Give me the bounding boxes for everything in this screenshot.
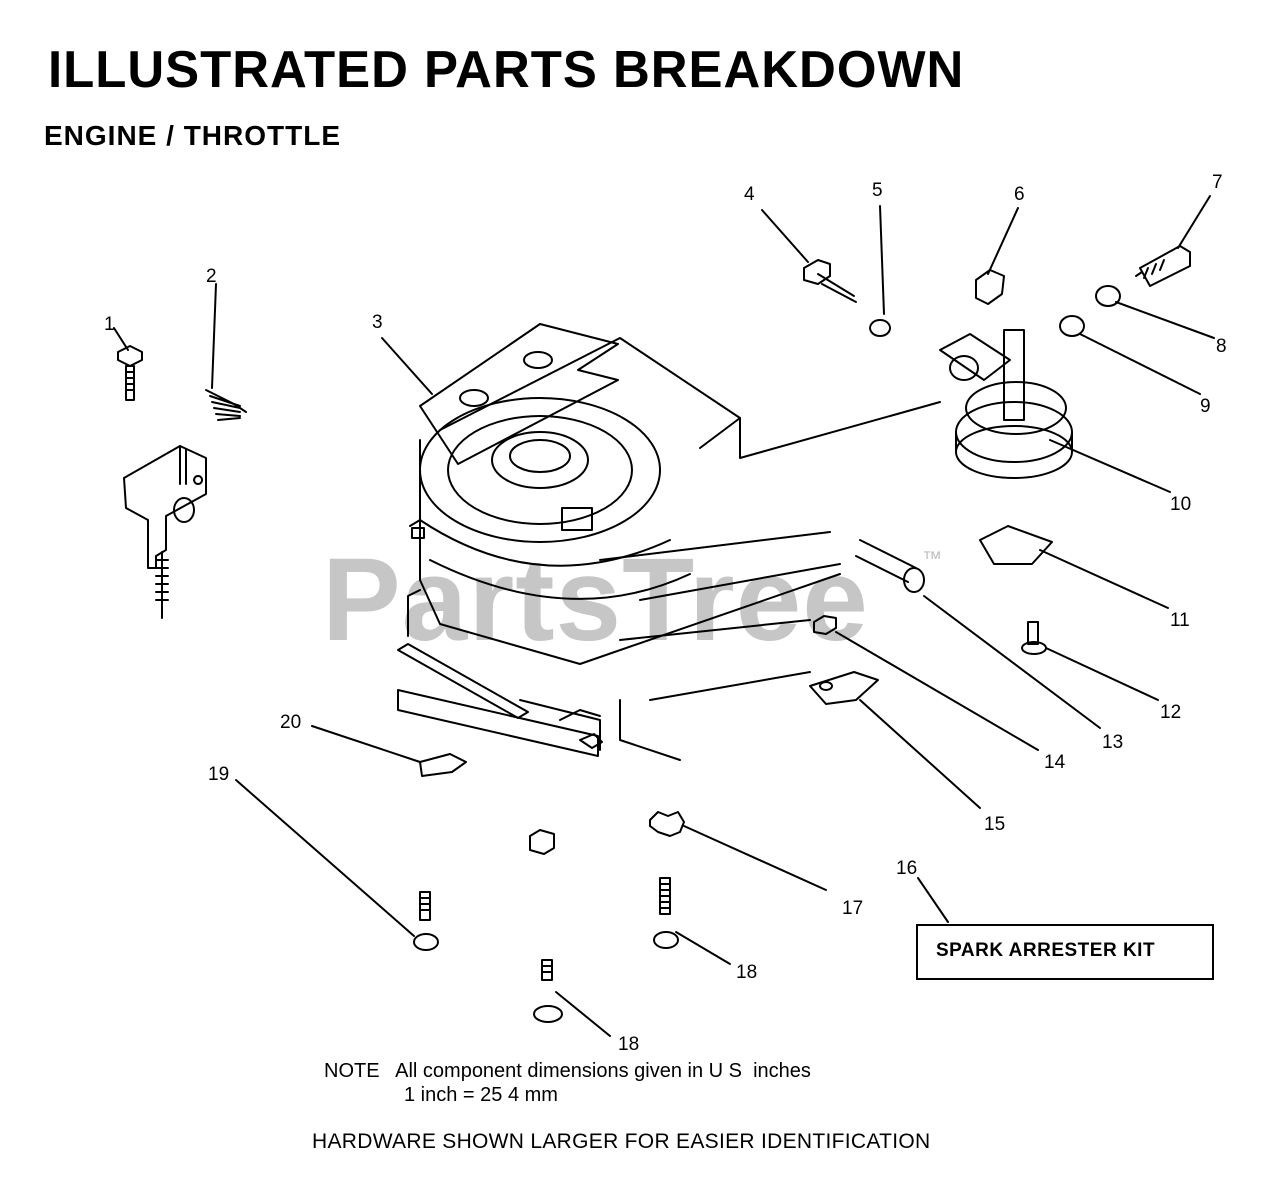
- leader-3: [381, 337, 433, 395]
- callout-3: 3: [372, 312, 383, 333]
- part-18-bolt-b: [533, 959, 563, 1023]
- callout-9: 9: [1200, 396, 1211, 417]
- callout-10: 10: [1170, 494, 1191, 515]
- section-subtitle: ENGINE / THROTTLE: [44, 120, 341, 151]
- leader-18a: [675, 931, 731, 965]
- leader-6: [987, 207, 1019, 275]
- leader-15: [859, 699, 981, 809]
- leader-20: [311, 725, 421, 763]
- leader-13: [923, 595, 1101, 729]
- spark-arrester-kit-box: SPARK ARRESTER KIT: [916, 924, 1214, 980]
- part-11-gasket: [979, 525, 1053, 565]
- callout-19: 19: [208, 764, 229, 785]
- callout-5: 5: [872, 180, 883, 201]
- part-12-screw: [1021, 621, 1047, 655]
- leader-16: [917, 877, 949, 923]
- hardware-footnote: HARDWARE SHOWN LARGER FOR EASIER IDENTIF…: [312, 1130, 931, 1153]
- part-17-star-washer: [649, 811, 685, 837]
- engine-block: [397, 323, 941, 761]
- callout-12: 12: [1160, 702, 1181, 723]
- part-20-washer: [419, 753, 467, 777]
- leader-7: [1177, 195, 1211, 249]
- callout-18a: 18: [736, 962, 757, 983]
- callout-8: 8: [1216, 336, 1227, 357]
- callout-15: 15: [984, 814, 1005, 835]
- leader-12: [1045, 647, 1159, 701]
- part-2-throttle-bracket: [123, 389, 247, 619]
- leader-18b: [555, 991, 611, 1037]
- callout-18b: 18: [618, 1034, 639, 1055]
- leader-10: [1049, 439, 1171, 493]
- callout-4: 4: [744, 184, 755, 205]
- callout-20: 20: [280, 712, 301, 733]
- leader-2: [211, 283, 217, 389]
- leader-11: [1039, 549, 1169, 609]
- callout-17: 17: [842, 898, 863, 919]
- callout-2: 2: [206, 266, 217, 287]
- callout-6: 6: [1014, 184, 1025, 205]
- muffler-assembly: [803, 245, 1191, 479]
- part-19-bolt: [413, 891, 439, 951]
- leader-14: [835, 631, 1039, 751]
- part-1-bolt: [117, 345, 143, 401]
- callout-13: 13: [1102, 732, 1123, 753]
- part-13-tube: [855, 539, 925, 593]
- watermark-logo: PartsTree: [322, 534, 869, 666]
- leader-17: [683, 825, 827, 891]
- spark-arrester-kit-label: SPARK ARRESTER KIT: [936, 940, 1156, 961]
- conversion-note: 1 inch = 25 4 mm: [404, 1084, 558, 1106]
- leader-19: [235, 779, 415, 937]
- leader-1: [113, 327, 129, 351]
- callout-1: 1: [104, 314, 115, 335]
- callout-7: 7: [1212, 172, 1223, 193]
- page-title: ILLUSTRATED PARTS BREAKDOWN: [48, 41, 965, 99]
- part-nut-lower: [529, 829, 555, 855]
- part-14-nut: [813, 615, 837, 635]
- callout-11: 11: [1170, 610, 1190, 631]
- trademark-mark: ™: [922, 548, 942, 570]
- leader-8: [1115, 301, 1215, 339]
- callout-numbers: 1 2 3 4 5 6 7 8 9 10 11 12 13 14 15 16 1…: [104, 172, 1227, 1055]
- leader-5: [879, 205, 885, 315]
- leader-9: [1079, 333, 1201, 395]
- callout-14: 14: [1044, 752, 1066, 773]
- dimension-note: NOTE All component dimensions given in U…: [324, 1060, 811, 1082]
- part-15-clip: [809, 671, 879, 705]
- callout-16: 16: [896, 858, 917, 879]
- part-18-bolt-a: [653, 877, 679, 949]
- leader-4: [761, 209, 809, 263]
